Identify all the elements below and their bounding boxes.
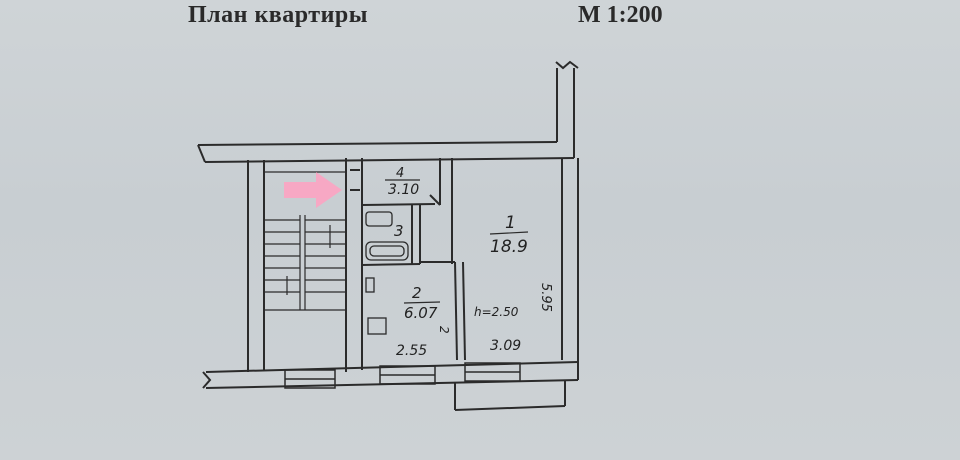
room-4-area: 3.10 — [388, 182, 419, 198]
room-2-width: 2.55 — [396, 343, 427, 359]
pink-arrow-icon — [284, 172, 342, 208]
bathroom-fixtures — [365, 211, 409, 335]
kitchen-sink-icon — [365, 277, 375, 293]
plan-scale: М 1:200 — [578, 2, 663, 28]
room-2-number: 2 — [412, 284, 422, 302]
room-2-area: 6.07 — [404, 304, 438, 322]
walls — [197, 60, 579, 411]
ceiling-height: h=2.50 — [474, 305, 519, 319]
bathtub-icon — [365, 241, 409, 261]
room-2-side: 2 — [437, 326, 451, 334]
room-3-number: 3 — [394, 222, 404, 240]
room-1-width: 3.09 — [490, 338, 521, 354]
plan-title: План квартиры — [188, 2, 368, 28]
staircase — [265, 171, 345, 311]
stove-icon — [367, 317, 387, 335]
room-4-number: 4 — [396, 166, 404, 181]
room-1-number: 1 — [505, 213, 516, 233]
room-1-area: 18.9 — [490, 237, 528, 257]
room-1-length: 5.95 — [538, 283, 553, 312]
sink-icon — [365, 211, 393, 227]
windows — [284, 362, 521, 389]
